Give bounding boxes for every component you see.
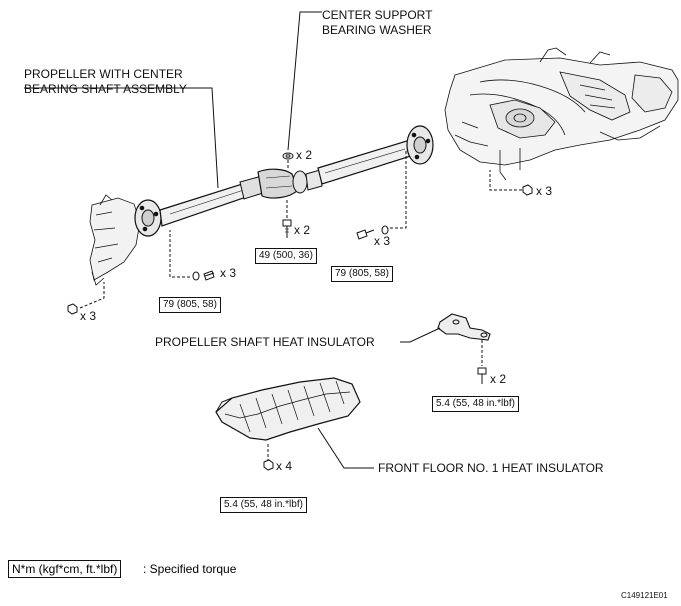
torque-insulator: 5.4 (55, 48 in.*lbf) (432, 396, 519, 412)
insulator-bolt-quantity: x 2 (490, 372, 507, 386)
torque-center: 49 (500, 36) (255, 248, 317, 264)
floor-insulator-nut-quantity: x 4 (276, 459, 293, 473)
legend-description: : Specified torque (143, 562, 237, 576)
center-support-bolt (282, 198, 292, 238)
rear-flange-bolt (356, 150, 407, 240)
propeller-shaft (134, 125, 434, 237)
propeller-assembly-leader (24, 87, 219, 189)
rear-bolt-quantity: x 3 (374, 234, 391, 248)
torque-front: 79 (805, 58) (159, 297, 221, 313)
front-floor-insulator-label: FRONT FLOOR NO. 1 HEAT INSULATOR (378, 461, 604, 475)
torque-rear: 79 (805, 58) (331, 266, 393, 282)
rear-flange-nut (489, 170, 533, 196)
propeller-assembly-label-2: BEARING SHAFT ASSEMBLY (24, 82, 187, 96)
front-nut-quantity: x 3 (80, 309, 97, 323)
center-bolt-quantity: x 2 (294, 223, 311, 237)
rear-underbody-illustration (444, 47, 679, 181)
rear-nut-quantity: x 3 (536, 184, 553, 198)
center-support-washer (282, 11, 322, 170)
center-support-washer-label: CENTER SUPPORT (322, 8, 433, 22)
propeller-assembly-label: PROPELLER WITH CENTER (24, 67, 183, 81)
figure-code: C149121E01 (621, 591, 668, 600)
front-flange-bolt (169, 230, 215, 281)
front-flange-nut (67, 282, 105, 315)
heat-insulator-label: PROPELLER SHAFT HEAT INSULATOR (155, 335, 375, 349)
torque-floor-insulator: 5.4 (55, 48 in.*lbf) (220, 497, 307, 513)
center-support-washer-label-2: BEARING WASHER (322, 23, 432, 37)
legend-unit-box: N*m (kgf*cm, ft.*lbf) (8, 560, 122, 578)
propeller-shaft-heat-insulator (400, 313, 491, 384)
front-bolt-quantity: x 3 (220, 266, 237, 280)
transmission-illustration (89, 194, 141, 286)
front-floor-heat-insulator (215, 377, 374, 471)
washer-quantity: x 2 (296, 148, 313, 162)
